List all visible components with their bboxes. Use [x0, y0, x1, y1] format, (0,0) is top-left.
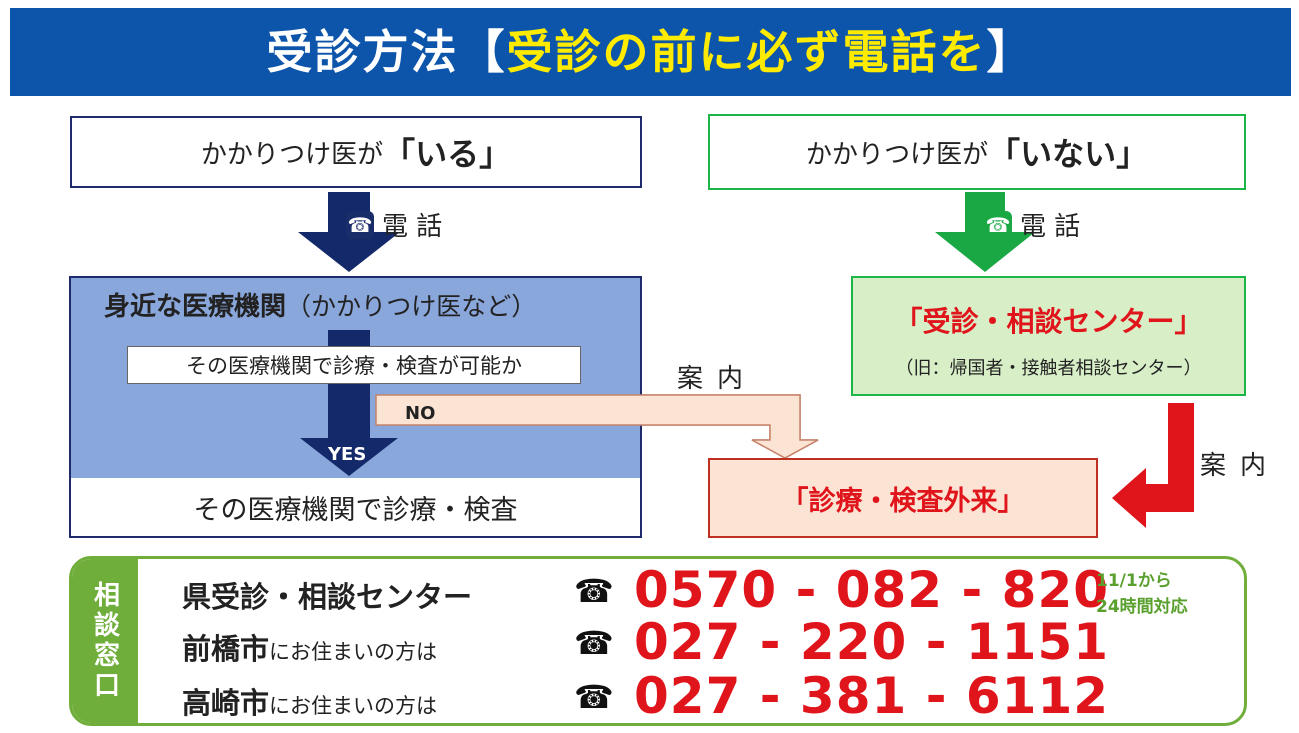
consultation-center-name: 「受診・相談センター」: [894, 305, 1203, 338]
telephone-icon: ☎: [984, 210, 1012, 239]
red-guide-arrow: [1112, 403, 1194, 528]
phone-number[interactable]: 0570 - 082 - 820: [634, 561, 1110, 619]
telephone-icon: ☎: [574, 572, 614, 610]
contact-row-name: 前橋市にお住まいの方は: [182, 626, 437, 668]
left-phone-text: 電 話: [382, 212, 443, 242]
institution-title: 身近な医療機関（かかりつけ医など）: [104, 286, 536, 323]
hours-note: 11/1から 24時間対応: [1096, 568, 1188, 620]
header-banner: 受診方法【受診の前に必ず電話を】: [10, 8, 1291, 96]
contact-name: 前橋市: [182, 632, 270, 666]
contact-row-name: 県受診・相談センター: [182, 574, 472, 616]
no-doctor-prefix: かかりつけ医が: [805, 139, 989, 170]
consultation-center-old-name: （旧：帰国者・接触者相談センター）: [895, 358, 1202, 379]
phone-number[interactable]: 027 - 220 - 1151: [634, 613, 1110, 671]
institution-sub: （かかりつけ医など）: [286, 292, 537, 321]
contact-suffix: にお住まいの方は: [269, 640, 438, 664]
guide-label-right: 案内: [1200, 451, 1281, 481]
consultation-center-box: [851, 276, 1246, 396]
contact-side-text: 相談窓口: [89, 581, 120, 701]
telephone-icon: ☎: [574, 678, 614, 716]
guide-label-left: 案内: [677, 364, 758, 394]
contact-side-label: 相談窓口: [72, 559, 138, 723]
institution-result: その医療機関で診療・検査: [71, 478, 640, 536]
hours-note-line1: 11/1から: [1096, 571, 1172, 591]
has-doctor-box: かかりつけ医が「いる」: [70, 116, 642, 188]
contact-name: 県受診・相談センター: [182, 580, 473, 614]
left-phone-label: ☎ 電 話: [346, 206, 442, 243]
contact-panel: [69, 556, 1247, 726]
page-title: 受診方法【受診の前に必ず電話を】: [267, 29, 1035, 75]
contact-suffix: にお住まいの方は: [269, 694, 438, 718]
title-suffix: 】: [986, 25, 1035, 79]
institution-name: 身近な医療機関: [104, 292, 287, 322]
phone-number[interactable]: 027 - 381 - 6112: [634, 667, 1110, 725]
yes-label: YES: [328, 444, 367, 465]
no-doctor-box: かかりつけ医が「いない」: [708, 114, 1246, 190]
no-doctor-emphasis: 「いない」: [988, 135, 1149, 173]
right-phone-text: 電 話: [1020, 212, 1081, 242]
telephone-icon: ☎: [574, 624, 614, 662]
right-phone-label: ☎ 電 話: [984, 206, 1080, 243]
has-doctor-emphasis: 「いる」: [383, 135, 512, 173]
no-label: NO: [405, 403, 436, 424]
contact-name: 高崎市: [182, 686, 270, 720]
contact-row-name: 高崎市にお住まいの方は: [182, 680, 437, 722]
title-highlight: 受診の前に必ず電話を: [506, 25, 987, 79]
title-prefix: 受診方法【: [266, 25, 507, 79]
telephone-icon: ☎: [346, 210, 374, 239]
outpatient-box: 「診療・検査外来」: [708, 458, 1098, 538]
has-doctor-prefix: かかりつけ医が: [200, 139, 384, 170]
hours-note-line2: 24時間対応: [1096, 597, 1188, 617]
availability-question: その医療機関で診療・検査が可能か: [127, 346, 581, 384]
